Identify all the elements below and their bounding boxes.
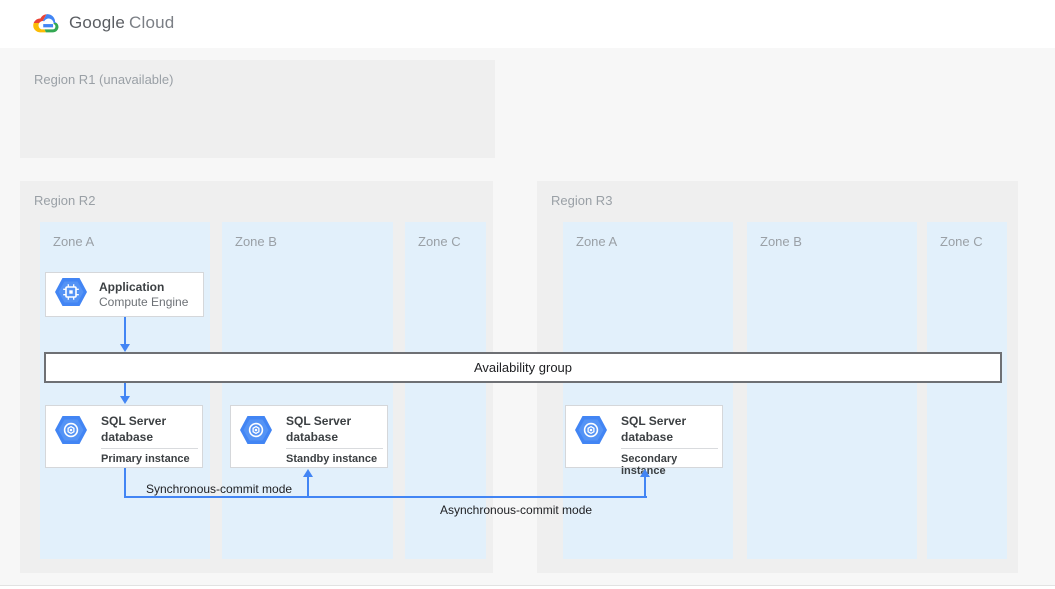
region-r2-label: Region R2 (34, 193, 96, 208)
zone-label: Zone B (760, 234, 802, 249)
card-divider (621, 448, 718, 449)
arrow-app-to-ag-line (124, 317, 126, 345)
arrow-to-secondary-head (640, 469, 650, 477)
compute-engine-icon (54, 277, 88, 312)
application-title: Application (99, 279, 165, 294)
sql-primary-card: SQL Server database Primary instance (45, 405, 203, 468)
application-subtitle: Compute Engine (99, 294, 189, 309)
region-r3-zone-c: Zone C (927, 222, 1007, 559)
region-r3-zone-b: Zone B (747, 222, 917, 559)
commit-line-horizontal (124, 496, 647, 498)
region-r3-zone-a: Zone A (563, 222, 733, 559)
sql-database-icon (574, 415, 608, 450)
sql-instance-label: Primary instance (101, 453, 190, 465)
synchronous-commit-label: Synchronous-commit mode (146, 482, 293, 496)
asynchronous-commit-label: Asynchronous-commit mode (440, 503, 593, 517)
sql-instance-label: Standby instance (286, 453, 378, 465)
arrow-to-standby-line (307, 477, 309, 497)
brand-google: Google (69, 13, 126, 32)
bottom-divider (0, 585, 1055, 586)
zone-label: Zone A (53, 234, 95, 249)
sql-instance-label: Secondary instance (621, 453, 678, 477)
sql-card-title: SQL Server database (101, 414, 167, 444)
commit-line-primary-drop (124, 468, 126, 498)
region-r2-zone-c: Zone C (405, 222, 486, 559)
zone-label: Zone C (418, 234, 461, 249)
sql-standby-card: SQL Server database Standby instance (230, 405, 388, 468)
region-r1-box: Region R1 (unavailable) (20, 60, 495, 158)
brand-cloud: Cloud (129, 13, 175, 32)
zone-label: Zone B (235, 234, 277, 249)
region-r3-label: Region R3 (551, 193, 613, 208)
arrow-to-standby-head (303, 469, 313, 477)
sql-card-title: SQL Server database (286, 414, 352, 444)
availability-group-label: Availability group (473, 360, 573, 375)
arrow-ag-to-primary-head (120, 396, 130, 404)
region-r1-label: Region R1 (unavailable) (34, 72, 174, 87)
zone-label: Zone A (576, 234, 618, 249)
sql-secondary-card: SQL Server database Secondary instance (565, 405, 723, 477)
card-divider (101, 448, 198, 449)
application-card: Application Compute Engine (45, 272, 204, 317)
card-divider (286, 448, 383, 449)
arrow-app-to-ag-head (120, 344, 130, 352)
google-cloud-logo-icon (33, 12, 60, 34)
arrow-ag-to-primary-line (124, 383, 126, 397)
availability-group-bar: Availability group (44, 352, 1002, 383)
region-r2-zone-b: Zone B (222, 222, 393, 559)
sql-database-icon (239, 415, 273, 450)
sql-database-icon (54, 415, 88, 450)
zone-label: Zone C (940, 234, 983, 249)
arrow-to-secondary-line (644, 477, 646, 497)
sql-card-title: SQL Server database (621, 414, 687, 444)
